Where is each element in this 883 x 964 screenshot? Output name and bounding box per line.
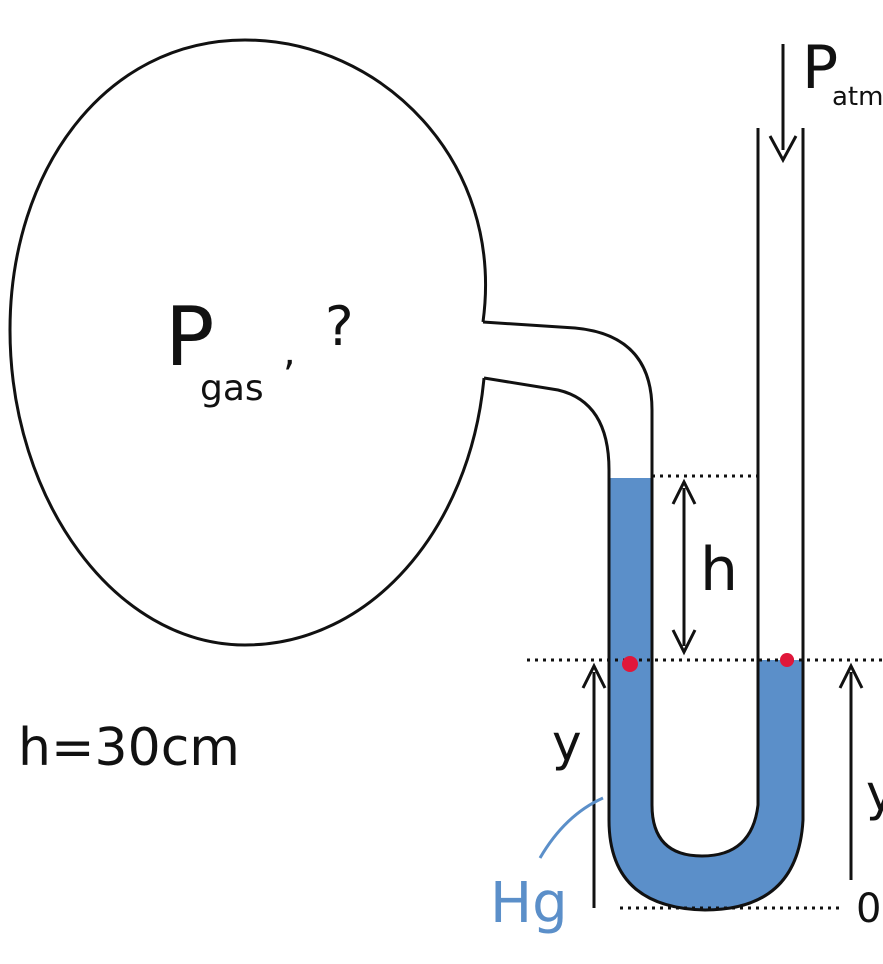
atm-arrow-head [768, 135, 798, 164]
left-red-marker [622, 656, 638, 672]
origin-label: 0 [856, 886, 881, 932]
gas-bulb [8, 38, 487, 647]
gas-pressure-unknown: ? [325, 295, 354, 358]
right-y-arrow-head [838, 662, 864, 689]
left-y-arrow-head [581, 662, 607, 689]
given-height: h=30cm [18, 718, 240, 778]
gas-pressure-operator: , [283, 329, 296, 375]
mercury-label: Hg [490, 871, 568, 936]
atm-pressure-symbol: P [802, 33, 838, 103]
connecting-tube-upper [482, 128, 760, 858]
left-height-label: y [552, 714, 582, 772]
h-arrow-head-top [671, 478, 697, 505]
gas-pressure-symbol: P [165, 290, 214, 385]
height-difference-label: h [700, 535, 738, 605]
atm-pressure-subscript: atm [832, 82, 883, 112]
gas-pressure-subscript: gas [200, 368, 264, 409]
h-arrow-head-bottom [671, 629, 697, 656]
right-red-marker [780, 653, 794, 667]
right-height-label: y [866, 764, 883, 822]
hg-pointer-line [538, 796, 604, 859]
connecting-tube-lower [483, 128, 805, 912]
mercury-column [609, 478, 803, 910]
